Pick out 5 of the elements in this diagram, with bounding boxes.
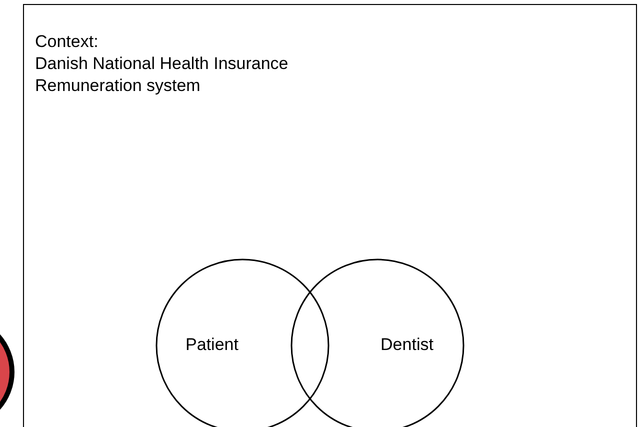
context-box — [23, 4, 637, 427]
context-text: Danish National Health Insurance Remuneration system — [35, 53, 290, 97]
context-heading: Context: — [35, 31, 100, 53]
circle-label: Patient — [186, 335, 238, 354]
circle-label: Dentist — [380, 335, 434, 354]
